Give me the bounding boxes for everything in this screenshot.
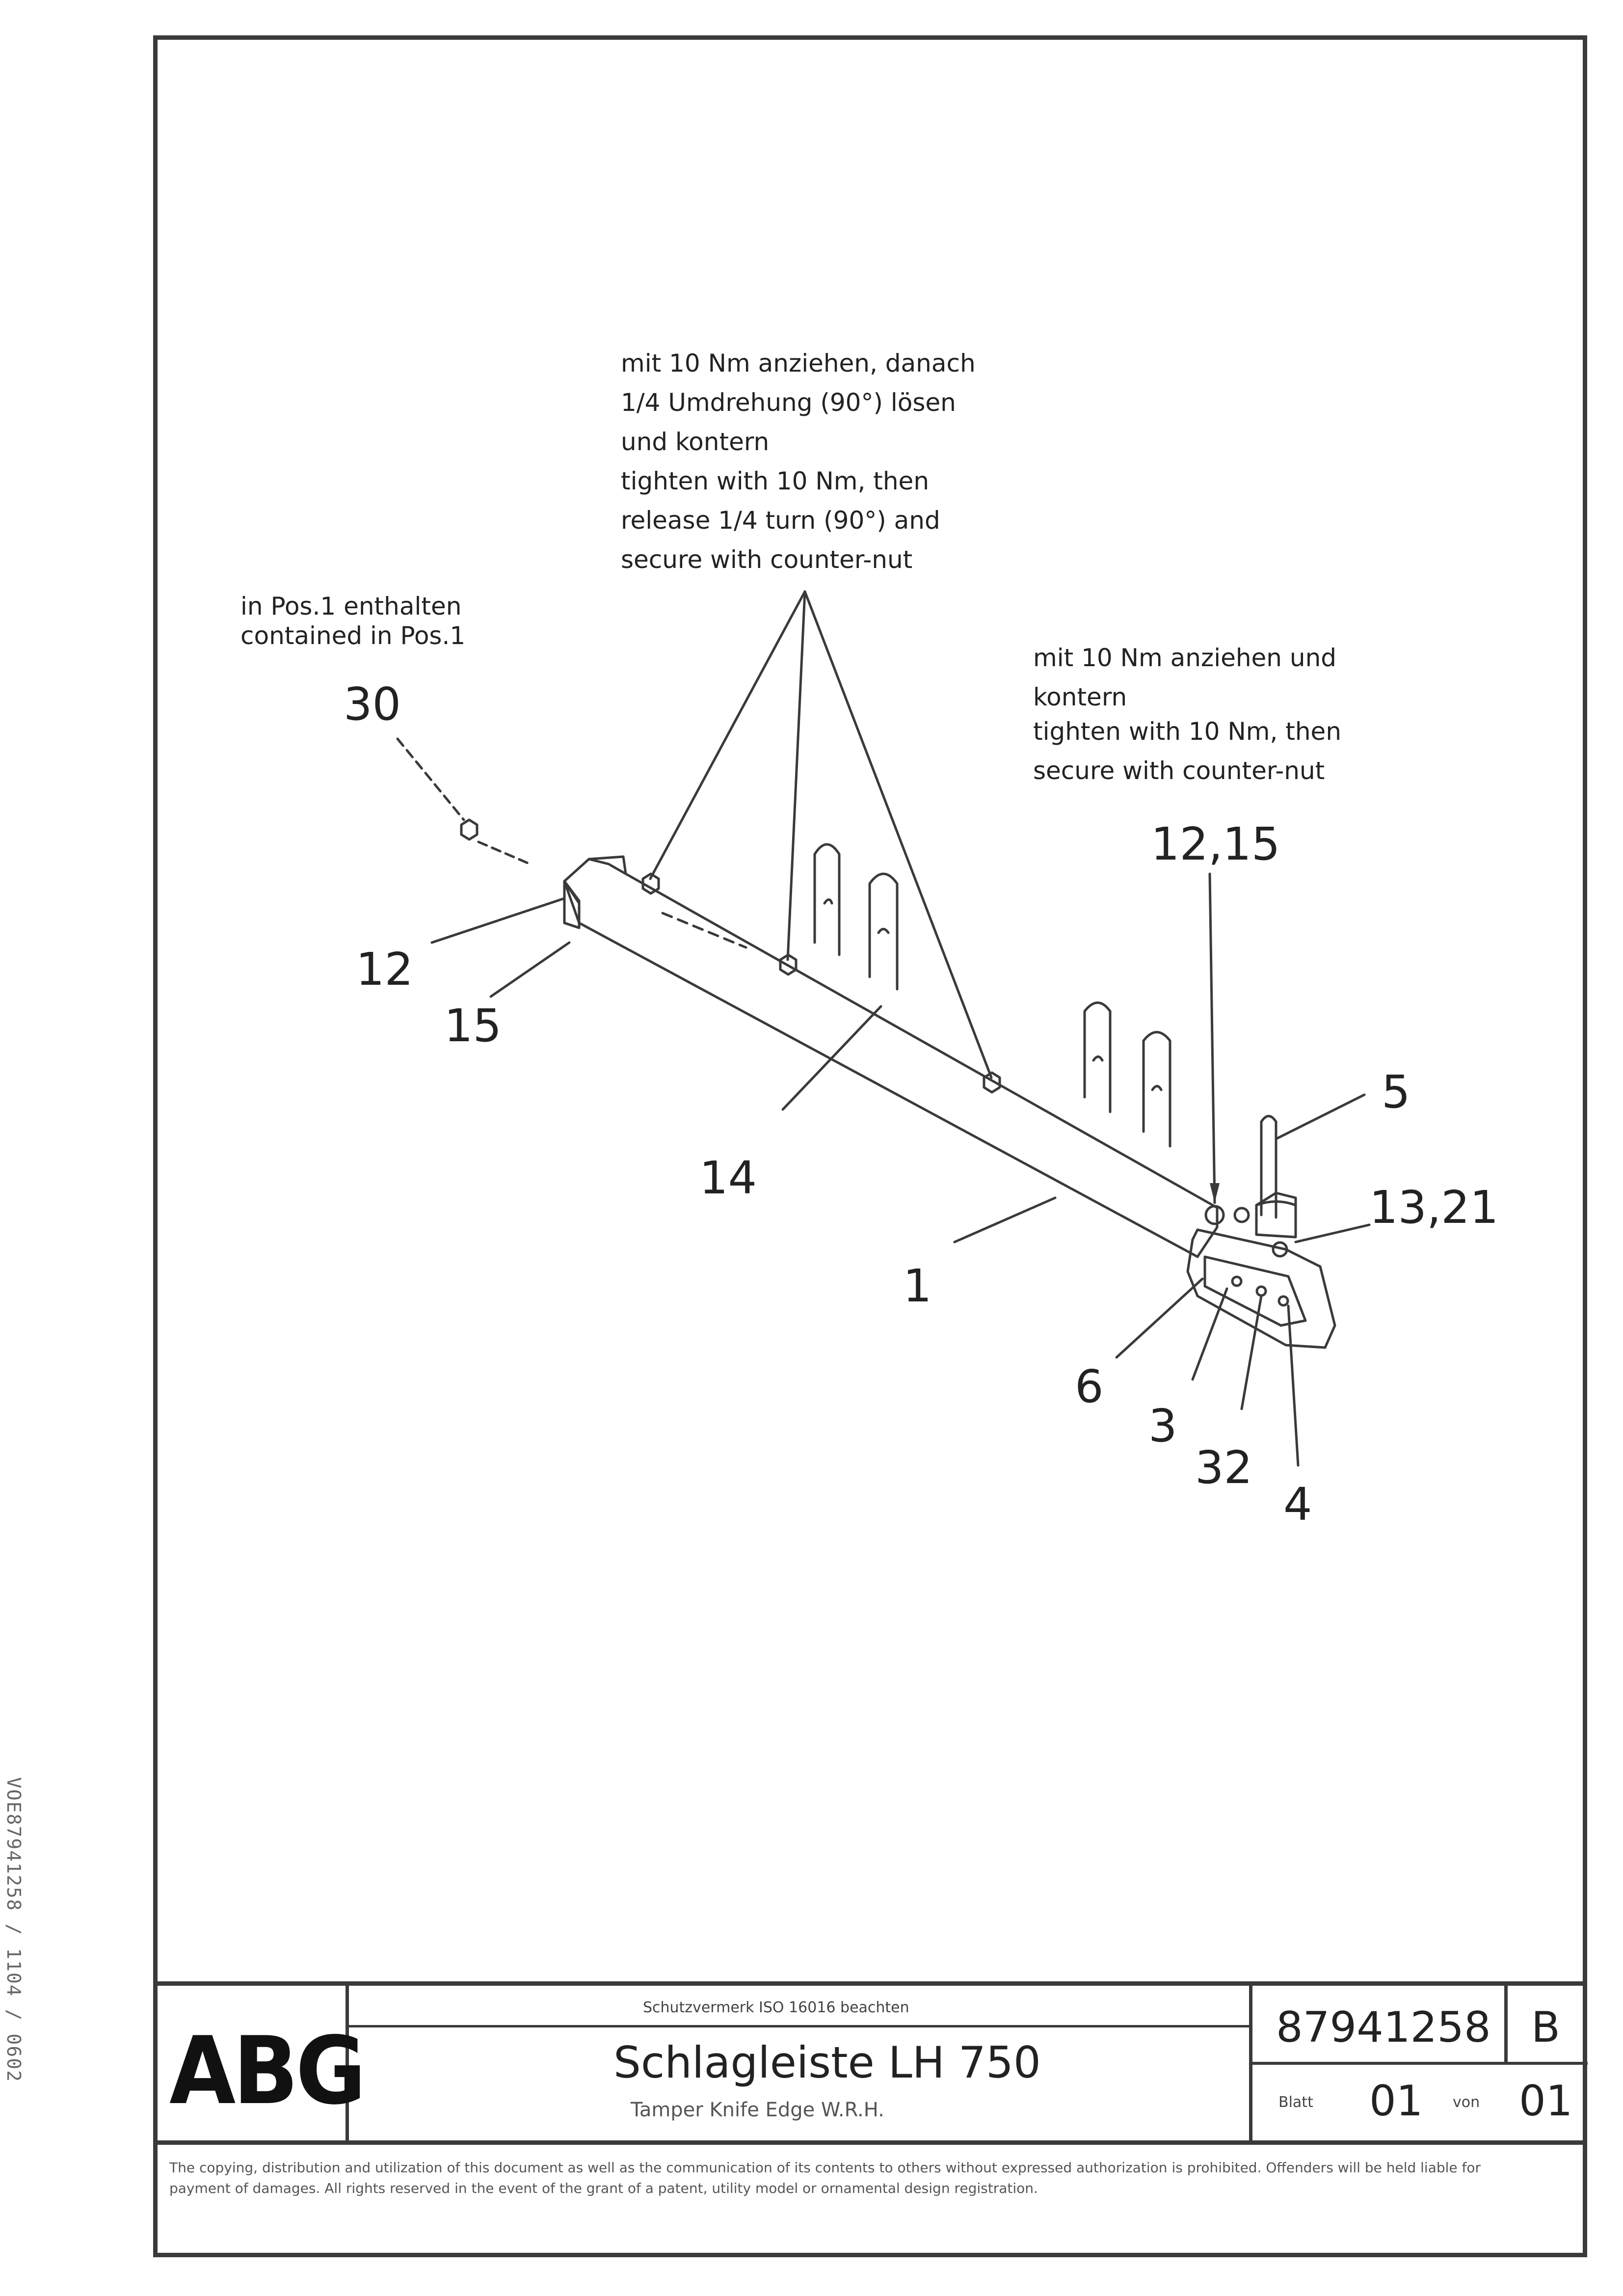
bolt-2 xyxy=(1255,1285,1267,1297)
callout-30: 30 xyxy=(344,678,401,730)
end-housing-top xyxy=(1255,1200,1297,1207)
callout-32: 32 xyxy=(1195,1441,1253,1494)
bolt-3 xyxy=(1277,1295,1289,1307)
revision-letter: B xyxy=(1531,2003,1560,2052)
callout-1: 1 xyxy=(903,1260,932,1312)
protection-note: Schutzvermerk ISO 16016 beachten xyxy=(643,1999,909,2016)
title-block-mid-rule-right xyxy=(1249,2062,1588,2065)
stud-2-slot xyxy=(877,928,890,934)
leader-30b xyxy=(477,840,532,865)
stud-2 xyxy=(868,872,899,991)
stud-3 xyxy=(1083,1001,1112,1113)
leader-15 xyxy=(489,941,571,998)
nut-right xyxy=(983,1071,1001,1094)
leader-32 xyxy=(1240,1295,1263,1410)
side-reference-text: VOE87941258 / 1104 / 0602 xyxy=(3,1777,25,2082)
callout-14: 14 xyxy=(699,1152,757,1204)
callout-3: 3 xyxy=(1148,1400,1177,1452)
nut-12 xyxy=(641,872,660,895)
drawing-subtitle: Tamper Knife Edge W.R.H. xyxy=(631,2099,884,2121)
end-bracket-inner xyxy=(1203,1255,1307,1327)
leader-5 xyxy=(1275,1093,1366,1140)
end-bracket xyxy=(1186,1228,1336,1349)
note-right-english: tighten with 10 Nm, then secure with cou… xyxy=(1033,717,1342,785)
nut-right-1 xyxy=(1204,1205,1225,1225)
drawing-number: 87941258 xyxy=(1276,2003,1491,2052)
leader-3 xyxy=(1191,1287,1228,1381)
copyright-notice: The copying, distribution and utilizatio… xyxy=(169,2160,1481,2196)
leader-13-21 xyxy=(1294,1223,1371,1243)
title-block-bottom-rule xyxy=(153,2140,1587,2145)
title-block-top-rule xyxy=(153,1981,1587,1986)
leader-top-3 xyxy=(803,590,993,1079)
title-block-header-rule xyxy=(349,2025,1249,2027)
callout-4: 4 xyxy=(1283,1478,1312,1531)
stud-1 xyxy=(813,843,841,956)
bar-top-edge xyxy=(587,858,627,875)
leader-bar-dash xyxy=(661,912,747,949)
side-reference: VOE87941258 / 1104 / 0602 xyxy=(0,1777,29,2293)
abg-logo: ABG xyxy=(169,2017,366,2125)
arrow-12-15 xyxy=(1210,1183,1220,1203)
callout-12-15: 12,15 xyxy=(1151,818,1280,870)
drawing-title: Schlagleiste LH 750 xyxy=(613,2037,1041,2088)
sheet-number: 01 xyxy=(1369,2077,1423,2126)
leader-12 xyxy=(430,897,566,944)
title-block-divider-rev xyxy=(1504,1983,1508,2064)
leader-4 xyxy=(1287,1304,1300,1467)
note-right-german: mit 10 Nm anziehen und kontern xyxy=(1033,644,1336,711)
callout-15: 15 xyxy=(444,999,502,1052)
stud-4-slot xyxy=(1151,1085,1163,1091)
stud-3-slot xyxy=(1092,1055,1104,1062)
drawing-frame xyxy=(153,35,1587,2257)
stud-5 xyxy=(1260,1115,1277,1219)
callout-5: 5 xyxy=(1382,1066,1410,1118)
callout-6: 6 xyxy=(1075,1360,1104,1413)
nut-30 xyxy=(460,818,479,841)
left-block xyxy=(563,880,581,929)
of-label: von xyxy=(1453,2094,1480,2111)
leader-top-1 xyxy=(649,590,806,880)
leader-14 xyxy=(781,1005,882,1111)
callout-12: 12 xyxy=(356,943,414,996)
stud-4 xyxy=(1142,1031,1171,1148)
leader-top-2 xyxy=(786,590,806,961)
nut-right-3 xyxy=(1272,1241,1288,1258)
stud-1-slot xyxy=(823,898,833,905)
bar-outline xyxy=(563,855,1219,1258)
leader-6 xyxy=(1115,1277,1204,1359)
note-left-english: contained in Pos.1 xyxy=(240,621,466,650)
bolt-1 xyxy=(1231,1275,1243,1287)
leader-30 xyxy=(396,737,465,821)
note-top-english: tighten with 10 Nm, then release 1/4 tur… xyxy=(621,467,940,574)
end-housing xyxy=(1255,1191,1297,1239)
title-block-divider-logo xyxy=(346,1983,349,2142)
note-top-german: mit 10 Nm anziehen, danach 1/4 Umdrehung… xyxy=(621,349,976,456)
callout-13-21: 13,21 xyxy=(1369,1181,1499,1234)
leader-1 xyxy=(953,1196,1057,1243)
sheet-total: 01 xyxy=(1519,2077,1573,2126)
nut-right-2 xyxy=(1233,1207,1250,1223)
sheet-label: Blatt xyxy=(1278,2094,1313,2111)
note-left-german: in Pos.1 enthalten xyxy=(240,592,462,621)
leader-12-15 xyxy=(1208,872,1216,1204)
